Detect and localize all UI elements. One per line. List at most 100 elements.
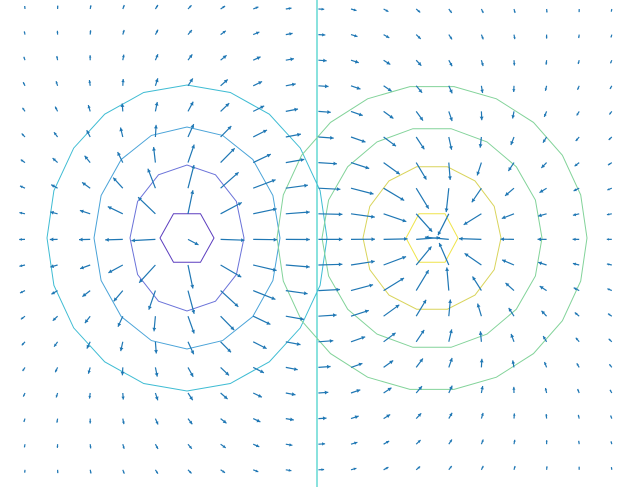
field-arrow — [22, 107, 26, 112]
field-arrow — [609, 389, 613, 394]
field-arrow — [463, 213, 482, 226]
field-arrow — [415, 269, 430, 291]
field-arrow — [154, 29, 159, 35]
field-arrow — [154, 469, 159, 475]
field-arrow — [89, 444, 92, 449]
field-arrow — [609, 85, 613, 90]
field-arrow — [252, 418, 261, 423]
field-arrow — [113, 290, 124, 302]
field-arrow — [56, 444, 59, 448]
field-arrow — [383, 277, 405, 292]
field-arrow — [610, 34, 613, 38]
field-arrow — [575, 136, 580, 142]
field-arrow — [438, 242, 450, 266]
field-arrow — [187, 4, 192, 10]
field-arrow — [220, 469, 226, 474]
field-arrow — [318, 135, 334, 140]
field-arrow — [187, 164, 195, 189]
field-arrow — [607, 288, 613, 292]
field-arrow — [350, 162, 370, 170]
field-arrow — [383, 187, 405, 202]
field-arrow — [285, 7, 292, 10]
field-arrow — [285, 210, 310, 215]
field-arrow — [187, 443, 193, 450]
field-arrow — [415, 8, 421, 13]
field-arrow — [122, 54, 125, 61]
field-arrow — [505, 282, 515, 292]
field-arrow — [415, 299, 427, 317]
field-arrow — [415, 136, 425, 150]
field-arrow — [538, 261, 547, 266]
field-arrow — [383, 387, 392, 394]
field-arrow — [154, 53, 159, 61]
field-arrow — [220, 125, 232, 138]
contour-line-right-2 — [362, 166, 502, 310]
field-arrow — [415, 439, 422, 445]
field-arrow — [105, 237, 123, 242]
field-arrow — [187, 144, 195, 163]
field-arrow — [318, 212, 343, 217]
field-arrow — [415, 246, 432, 266]
field-arrow — [415, 162, 427, 180]
field-arrow — [578, 34, 580, 39]
field-arrow — [350, 213, 375, 219]
field-arrow — [448, 412, 453, 419]
field-arrow — [187, 469, 192, 474]
field-arrow — [415, 213, 433, 233]
field-arrow — [154, 418, 159, 425]
field-arrow — [350, 467, 357, 471]
field-arrow — [318, 33, 326, 37]
field-arrow — [573, 287, 580, 292]
field-arrow — [576, 85, 580, 91]
field-arrow — [318, 442, 326, 446]
field-arrow — [350, 237, 376, 242]
field-arrow — [285, 417, 294, 422]
field-arrow — [49, 237, 58, 242]
field-arrow — [448, 85, 453, 94]
field-arrow — [610, 441, 613, 445]
field-arrow — [252, 290, 276, 300]
field-arrow — [187, 123, 195, 138]
field-arrow — [500, 237, 515, 242]
field-arrow — [252, 392, 263, 398]
field-arrow — [448, 439, 453, 445]
field-arrow — [383, 256, 407, 266]
field-arrow — [220, 443, 227, 449]
field-arrow — [318, 416, 327, 421]
field-arrow — [122, 29, 125, 35]
field-arrow — [471, 187, 482, 203]
field-arrow — [476, 303, 482, 317]
field-arrow — [350, 389, 361, 394]
field-arrow — [383, 440, 390, 445]
field-arrow — [187, 264, 195, 289]
field-arrow — [187, 238, 199, 246]
field-arrow — [608, 111, 613, 115]
field-arrow — [415, 34, 422, 40]
field-arrow — [253, 207, 277, 215]
field-arrow — [56, 30, 59, 35]
field-arrow — [187, 101, 194, 112]
field-arrow — [19, 185, 26, 189]
field-arrow — [543, 361, 548, 368]
field-arrow — [53, 131, 59, 138]
field-arrow — [501, 259, 515, 266]
field-arrow — [154, 443, 159, 450]
field-arrow — [318, 262, 343, 267]
field-arrow — [415, 385, 423, 394]
field-arrow — [448, 385, 453, 394]
field-arrow — [154, 341, 158, 354]
field-arrow — [52, 315, 59, 322]
field-arrow — [350, 187, 374, 195]
field-arrow — [81, 181, 91, 189]
field-arrow — [285, 82, 296, 87]
field-arrow — [86, 129, 91, 138]
field-arrow — [220, 102, 230, 112]
field-arrow — [220, 54, 227, 61]
field-arrow — [54, 106, 59, 112]
field-arrow — [606, 213, 612, 216]
field-arrow — [437, 213, 450, 236]
field-arrow — [24, 5, 26, 10]
field-arrow — [415, 111, 424, 121]
field-arrow — [56, 469, 59, 474]
